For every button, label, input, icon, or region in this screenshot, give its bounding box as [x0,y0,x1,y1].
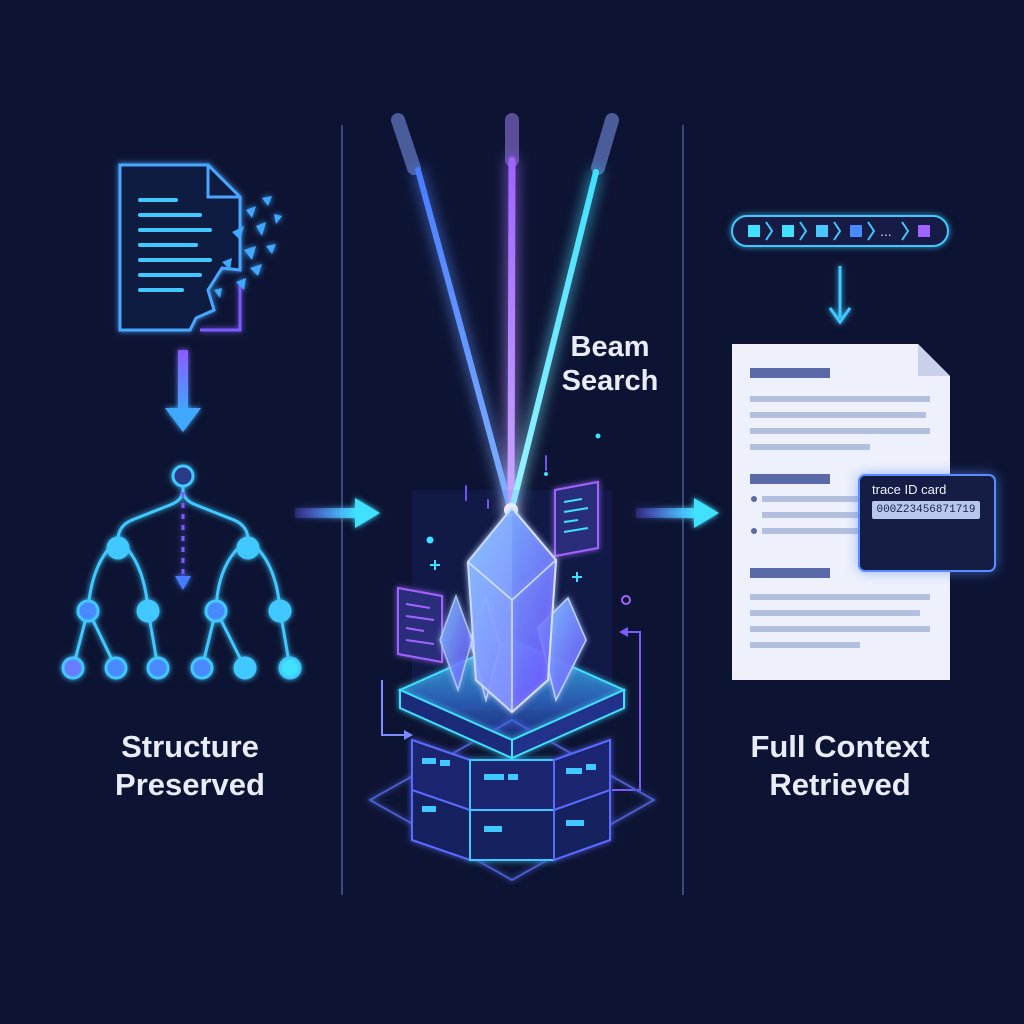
floating-code-panel [397,586,443,664]
beam-search-label: Beam Search [540,330,680,398]
down-arrow-icon [828,266,852,325]
beam-emitters [391,113,619,175]
pipeline-ellipsis: ... [880,223,892,239]
label-line: Retrieved [769,767,911,802]
right-arrow-icon [295,498,380,528]
right-arrow-icon [636,498,719,528]
structure-preserved-label: Structure Preserved [60,728,320,804]
label-line: Beam [570,331,650,363]
broken-document-icon [118,163,282,332]
full-context-retrieved-label: Full Context Retrieved [700,728,980,804]
trace-card-title: trace ID card [872,482,947,497]
pipeline-chain: ... [731,215,949,247]
search-beams [415,156,599,517]
crystal-icon [439,506,587,714]
trace-id-card: trace ID card 000Z23456871719 [858,474,996,572]
label-line: Full Context [750,729,930,764]
label-line: Search [561,365,659,397]
label-line: Structure [121,729,259,764]
tree-structure-icon [61,464,302,680]
down-arrow-icon [165,350,201,432]
trace-id-value: 000Z23456871719 [872,501,980,519]
flow-arrow-icon [381,627,641,791]
label-line: Preserved [115,767,265,802]
floating-code-panel [554,480,599,558]
document-icon [732,344,950,680]
